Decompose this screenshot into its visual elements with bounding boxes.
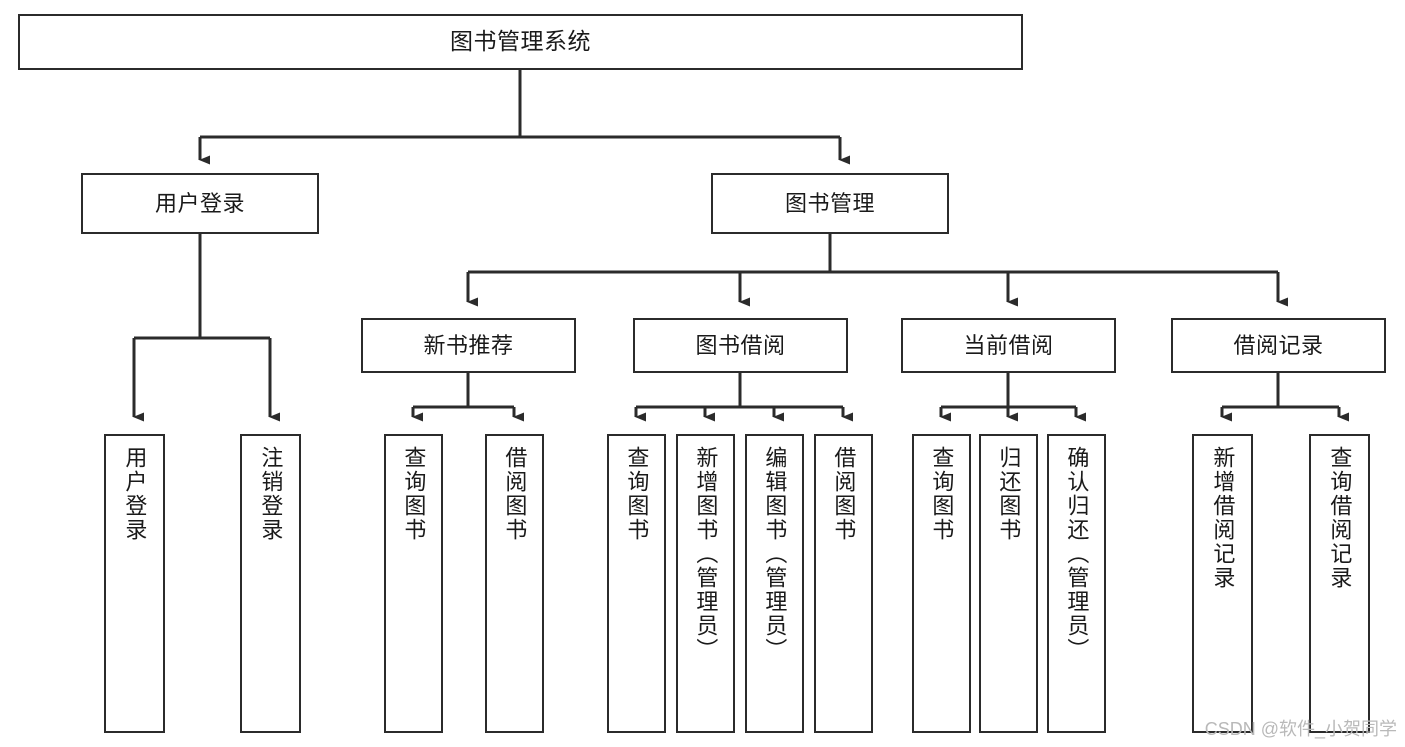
node-label: 图书管理 [784, 190, 875, 216]
node-root-book-management-system[interactable]: 图书管理系统 [18, 14, 1023, 70]
node-book-borrow[interactable]: 图书借阅 [633, 318, 848, 373]
leaf-edit-book-admin[interactable]: 编辑图书（管理员） [745, 434, 804, 733]
leaf-borrow-book[interactable]: 借阅图书 [814, 434, 873, 733]
node-new-book-recommendation[interactable]: 新书推荐 [361, 318, 576, 373]
node-label: 查询图书 [401, 446, 427, 542]
node-book-management[interactable]: 图书管理 [711, 173, 949, 234]
node-label: 新书推荐 [423, 332, 514, 358]
node-label: 图书借阅 [695, 332, 786, 358]
leaf-add-borrow-record[interactable]: 新增借阅记录 [1192, 434, 1253, 733]
node-label: 借阅图书 [502, 446, 528, 542]
node-label: 当前借阅 [963, 332, 1054, 358]
node-label: 查询图书 [624, 446, 650, 542]
node-label: 新增图书（管理员） [693, 446, 719, 662]
watermark: CSDN @软件_小贺同学 [1204, 719, 1397, 739]
node-user-login[interactable]: 用户登录 [81, 173, 319, 234]
node-label: 借阅图书 [831, 446, 857, 542]
leaf-return-book[interactable]: 归还图书 [979, 434, 1038, 733]
leaf-query-book-borrow[interactable]: 查询图书 [607, 434, 666, 733]
leaf-borrow-book-recommendation[interactable]: 借阅图书 [485, 434, 544, 733]
leaf-confirm-return-admin[interactable]: 确认归还（管理员） [1047, 434, 1106, 733]
leaf-user-login[interactable]: 用户登录 [104, 434, 165, 733]
leaf-query-book-current[interactable]: 查询图书 [912, 434, 971, 733]
leaf-add-book-admin[interactable]: 新增图书（管理员） [676, 434, 735, 733]
node-label: 借阅记录 [1233, 332, 1324, 358]
node-label: 确认归还（管理员） [1064, 446, 1090, 662]
node-label: 用户登录 [154, 190, 245, 216]
node-label: 查询借阅记录 [1327, 446, 1353, 590]
node-label: 归还图书 [996, 446, 1022, 542]
leaf-query-borrow-record[interactable]: 查询借阅记录 [1309, 434, 1370, 733]
node-label: 图书管理系统 [450, 28, 591, 55]
node-label: 编辑图书（管理员） [762, 446, 788, 662]
leaf-query-book-recommendation[interactable]: 查询图书 [384, 434, 443, 733]
node-label: 用户登录 [122, 446, 148, 542]
node-label: 查询图书 [929, 446, 955, 542]
node-borrow-record[interactable]: 借阅记录 [1171, 318, 1386, 373]
node-label: 新增借阅记录 [1210, 446, 1236, 590]
leaf-logout-login[interactable]: 注销登录 [240, 434, 301, 733]
node-current-borrow[interactable]: 当前借阅 [901, 318, 1116, 373]
node-label: 注销登录 [258, 446, 284, 542]
